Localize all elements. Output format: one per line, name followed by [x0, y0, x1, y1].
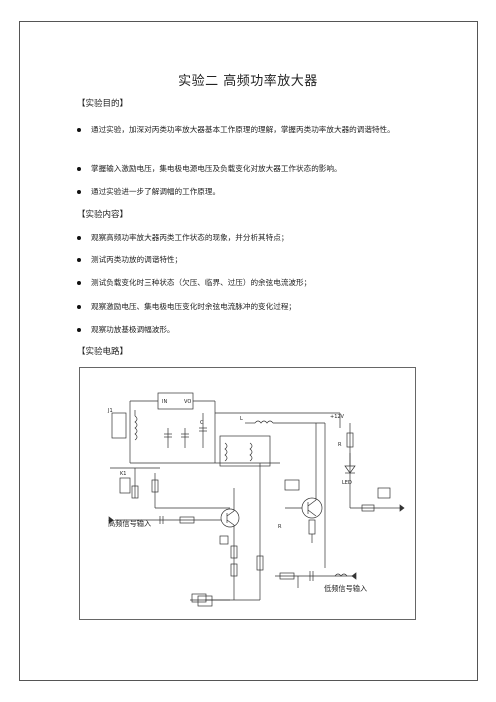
section-circuit-heading: 【实验电路】: [77, 347, 129, 357]
bullet-icon: [77, 128, 81, 132]
svg-text:VO: VO: [184, 399, 191, 405]
transistor-q2: [301, 497, 323, 519]
bullet-icon: [77, 328, 81, 332]
bullet-icon: [77, 236, 81, 240]
hf-input-label: 高频信号输入: [108, 519, 151, 528]
bullet-icon: [77, 167, 81, 171]
svg-text:K1: K1: [120, 471, 126, 477]
page-title: 实验二 高频功率放大器: [178, 74, 318, 89]
svg-text:L: L: [240, 416, 243, 422]
purpose-item: 通过实验，加深对丙类功率放大器基本工作原理的理解，掌握丙类功率放大器的调谐特性。: [77, 123, 417, 151]
bullet-icon: [77, 258, 81, 262]
component-labels: IN VO J1C L +12V R K1 R LED: [107, 399, 352, 530]
lf-input-label: 低频信号输入: [324, 584, 367, 593]
svg-text:IN: IN: [162, 399, 167, 405]
svg-text:J1: J1: [107, 408, 113, 414]
bullet-icon: [77, 305, 81, 309]
bullet-icon: [77, 281, 81, 285]
section-purpose-heading: 【实验目的】: [77, 99, 129, 109]
svg-text:R: R: [278, 524, 282, 530]
svg-text:C: C: [200, 420, 204, 426]
svg-text:+12V: +12V: [330, 414, 345, 420]
ground-terminal: [197, 595, 213, 607]
page-border: [19, 21, 478, 681]
bullet-icon: [77, 190, 81, 194]
svg-text:R: R: [338, 442, 342, 448]
section-content-heading: 【实验内容】: [77, 210, 129, 220]
transistor-q1: [220, 508, 240, 528]
svg-text:LED: LED: [342, 480, 352, 486]
circuit-schematic: IN VO J1C L +12V R K1 R LED 高频信号输入 低频信号输入: [107, 392, 405, 607]
